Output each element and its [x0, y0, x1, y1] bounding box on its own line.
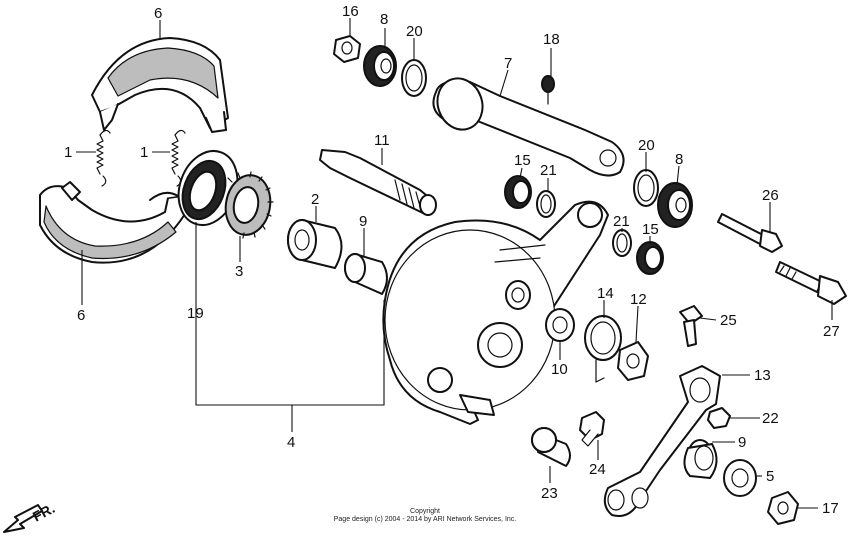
bolt-26[interactable] [717, 213, 783, 253]
arrow-icon [3, 504, 43, 533]
bushing-left[interactable] [344, 253, 388, 295]
ring-21-upper[interactable] [536, 190, 556, 218]
callout-20-right: 20 [638, 137, 655, 154]
ring-21-lower[interactable] [612, 229, 632, 257]
callout-2: 2 [311, 191, 319, 208]
callout-13: 13 [754, 367, 771, 384]
callout-3: 3 [235, 263, 243, 280]
callout-6-bottom: 6 [77, 307, 85, 324]
return-spring-14[interactable] [584, 315, 622, 383]
washer-10[interactable] [545, 308, 575, 342]
callout-4: 4 [287, 434, 295, 451]
bearing-8-right[interactable] [657, 182, 693, 228]
callout-15-upper: 15 [514, 152, 531, 169]
front-label: FR. [30, 500, 57, 525]
brake-cam-shaft[interactable] [319, 149, 437, 216]
ring-20-right[interactable] [633, 169, 659, 207]
callout-7: 7 [504, 55, 512, 72]
nut-17[interactable] [767, 491, 799, 525]
callout-15-lower: 15 [642, 221, 659, 238]
callout-5: 5 [766, 468, 774, 485]
drive-gear[interactable] [221, 171, 275, 239]
callout-23: 23 [541, 485, 558, 502]
brake-spring-left[interactable] [96, 129, 111, 187]
bearing-15-lower[interactable] [636, 241, 664, 275]
pin-24[interactable] [579, 411, 605, 447]
callout-19: 19 [187, 305, 204, 322]
bearing-8-top[interactable] [363, 45, 397, 87]
callout-9-lower: 9 [738, 434, 746, 451]
brake-shoe-upper[interactable] [91, 37, 229, 133]
callout-21-upper: 21 [540, 162, 557, 179]
callout-22: 22 [762, 410, 779, 427]
callout-17: 17 [822, 500, 839, 517]
nut-22[interactable] [707, 407, 731, 429]
callout-26: 26 [762, 187, 779, 204]
callout-18: 18 [543, 31, 560, 48]
bolt-27[interactable] [775, 261, 847, 305]
callout-9-left: 9 [359, 213, 367, 230]
ring-20-top[interactable] [401, 59, 427, 97]
callout-21-lower: 21 [613, 213, 630, 230]
callout-8-right: 8 [675, 151, 683, 168]
brake-panel[interactable] [382, 200, 609, 425]
collar[interactable] [287, 219, 343, 269]
callout-6-top: 6 [154, 5, 162, 22]
callout-16: 16 [342, 3, 359, 20]
plate-12[interactable] [617, 341, 649, 381]
callout-25: 25 [720, 312, 737, 329]
brake-shoe-lower[interactable] [39, 181, 186, 264]
collar-23[interactable] [531, 427, 571, 467]
bearing-15-upper[interactable] [504, 175, 532, 209]
callout-14: 14 [597, 285, 614, 302]
nut-16[interactable] [333, 35, 361, 63]
bushing-lower[interactable] [683, 439, 718, 479]
callout-8-top: 8 [380, 11, 388, 28]
copyright-line-2: Page design (c) 2004 - 2014 by ARI Netwo… [334, 516, 517, 523]
bolt-25[interactable] [679, 305, 703, 347]
front-direction-arrow: FR. [3, 500, 57, 533]
washer-5[interactable] [723, 459, 757, 497]
brake-lever-13[interactable] [603, 365, 721, 517]
callout-11: 11 [374, 132, 390, 149]
callout-10: 10 [551, 361, 568, 378]
callout-12: 12 [630, 291, 647, 308]
callout-labels: 6 16 8 20 18 7 1 1 11 15 21 20 8 26 2 9 … [64, 3, 840, 517]
callout-1-right: 1 [140, 144, 148, 161]
copyright-line-1: Copyright [410, 508, 440, 515]
callout-24: 24 [589, 461, 606, 478]
leader-lines [76, 18, 833, 509]
callout-1-left: 1 [64, 144, 72, 161]
callout-27: 27 [823, 323, 840, 340]
bolt-18[interactable] [541, 75, 555, 105]
callout-20-top: 20 [406, 23, 423, 40]
copyright-notice: Copyright Page design (c) 2004 - 2014 by… [334, 508, 517, 523]
torque-arm[interactable] [430, 72, 625, 177]
